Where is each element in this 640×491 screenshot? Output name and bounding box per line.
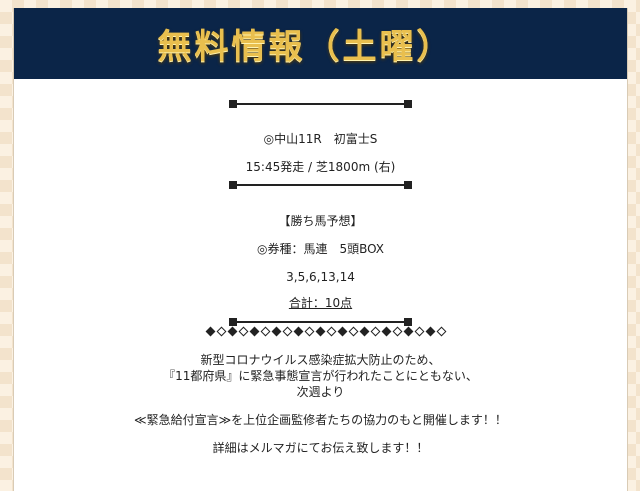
diamond-icon xyxy=(205,326,216,338)
diamond-icon xyxy=(337,326,348,338)
diamond-outline-icon xyxy=(304,326,315,338)
diamond-icon xyxy=(227,326,238,338)
notice-line-2: 『11都府県』に緊急事態宣言が行われたことにともない、 xyxy=(163,369,478,383)
diamond-outline-icon xyxy=(326,326,337,338)
notice-line-4: ≪緊急給付宣言≫を上位企画監修者たちの協力のもと開催します！！ xyxy=(134,413,507,427)
diamond-outline-icon xyxy=(436,326,447,338)
diamond-outline-icon xyxy=(238,326,249,338)
notice-line-3: 次週より xyxy=(296,385,345,399)
divider-middle xyxy=(229,181,412,189)
notice-line-5: 詳細はメルマガにてお伝え致します！！ xyxy=(212,441,429,455)
diamond-icon xyxy=(249,326,260,338)
race-details: 15:45発走 / 芝1800m (右) xyxy=(245,160,396,174)
diamond-icon xyxy=(271,326,282,338)
diamond-outline-icon xyxy=(348,326,359,338)
diamond-outline-icon xyxy=(414,326,425,338)
total-points: 合計：10点 xyxy=(288,296,353,310)
diamond-icon xyxy=(381,326,392,338)
diamond-outline-icon xyxy=(216,326,227,338)
diamond-outline-icon xyxy=(282,326,293,338)
divider-top xyxy=(229,100,412,108)
page-title: 無料情報（土曜） xyxy=(157,27,454,67)
diamond-outline-icon xyxy=(392,326,403,338)
diamond-outline-icon xyxy=(370,326,381,338)
diamond-icon xyxy=(293,326,304,338)
notice-line-1: 新型コロナウイルス感染症拡大防止のため、 xyxy=(200,353,441,367)
bet-type: ◎券種：馬連 5頭BOX xyxy=(256,242,385,256)
race-name: ◎中山11R 初富士S xyxy=(263,132,378,146)
diamond-icon xyxy=(359,326,370,338)
content-panel: 無料情報（土曜） ◎中山11R 初富士S 15:45発走 / 芝1800m (右… xyxy=(13,8,628,491)
diamond-icon xyxy=(425,326,436,338)
diamond-icon xyxy=(315,326,326,338)
horse-numbers: 3,5,6,13,14 xyxy=(286,270,355,284)
page-header: 無料情報（土曜） xyxy=(14,8,627,79)
prediction-heading: 【勝ち馬予想】 xyxy=(278,214,363,228)
divider-bottom xyxy=(229,318,412,326)
diamond-border xyxy=(205,326,447,338)
diamond-icon xyxy=(403,326,414,338)
diamond-outline-icon xyxy=(260,326,271,338)
